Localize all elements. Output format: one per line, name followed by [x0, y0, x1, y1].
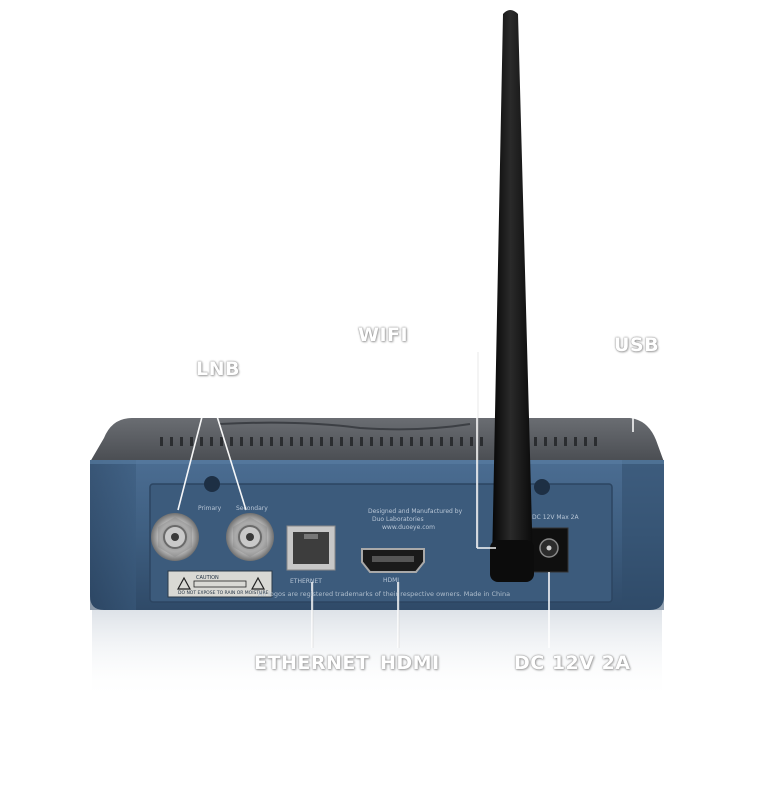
manufacturer-website: www.duoeye.com — [382, 524, 436, 531]
usb-label: USB — [614, 334, 660, 356]
lnb-label: LNB — [196, 358, 240, 380]
trademark-text: All logos are registered trademarks of t… — [258, 590, 511, 598]
ethernet-port — [286, 525, 336, 571]
ethernet-label: ETHERNET — [254, 652, 370, 674]
floor-reflection — [92, 610, 662, 700]
callout-lines — [177, 352, 634, 648]
hdmi-label: HDMI — [380, 652, 440, 674]
dc-power-port — [529, 527, 569, 573]
device-top-cover — [90, 418, 664, 462]
lnb-connector-secondary — [226, 513, 274, 561]
wifi-antenna — [490, 10, 534, 582]
lnb-primary-text: Primary — [198, 505, 222, 512]
hdmi-port-text: HDMI — [383, 577, 400, 584]
dc-power-label: DC 12V 2A — [514, 652, 631, 674]
caution-text: CAUTION — [196, 575, 219, 581]
screw-hole-right — [534, 479, 550, 495]
ethernet-port-text: ETHERNET — [290, 578, 322, 585]
warning-text: DO NOT EXPOSE TO RAIN OR MOISTURE — [178, 591, 269, 596]
wifi-label: WIFI — [358, 324, 409, 346]
lnb-secondary-text: Secondary — [236, 505, 268, 512]
screw-hole-left — [204, 476, 220, 492]
caution-sticker — [167, 570, 273, 598]
lnb-connector-primary — [151, 513, 199, 561]
manufacturer-name: Duo Laboratories — [372, 516, 424, 523]
vent-slots — [160, 437, 597, 446]
manufacturer-text: Designed and Manufactured by — [368, 508, 463, 515]
callout-lines-shadow — [312, 352, 479, 648]
hdmi-port — [361, 548, 425, 573]
power-spec-text: DC 12V Max 2A — [532, 514, 579, 521]
